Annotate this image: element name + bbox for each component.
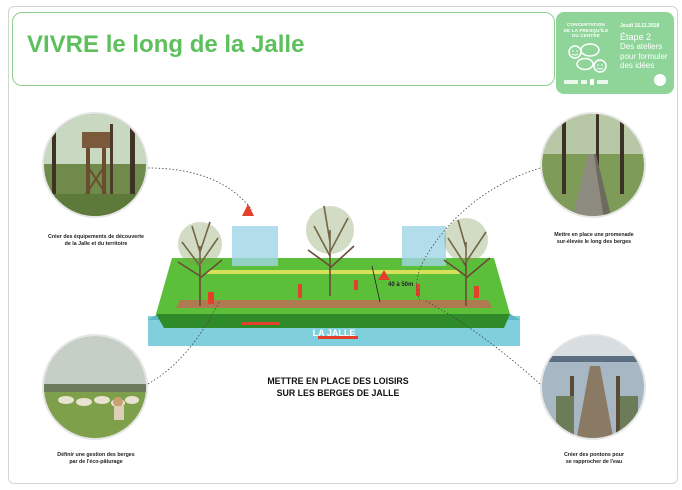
- width-measurement: 40 à 50m: [388, 282, 413, 288]
- walking-path: [176, 300, 492, 308]
- caption-promenade: Mettre en place une promenade sur-élevée…: [544, 232, 644, 246]
- headline-line: SUR LES BERGES DE JALLE: [276, 387, 400, 398]
- caption-equipment: Créer des équipements de découverte de l…: [46, 234, 146, 248]
- headline: METTRE EN PLACE DES LOISIRS SUR LES BERG…: [248, 376, 428, 399]
- organisation-label: CONCERTATION DE LA PRESQU'ÎLE DU CENTRE: [560, 22, 612, 39]
- caption-pontoons: Créer des pontons pour se rapprocher de …: [544, 452, 644, 466]
- photo-eco-grazing: [42, 334, 148, 440]
- step-panel: CONCERTATION DE LA PRESQU'ÎLE DU CENTRE …: [556, 12, 674, 94]
- caption-line: Mettre en place une promenade: [554, 232, 634, 238]
- page-title: VIVRE le long de la Jalle: [27, 31, 305, 58]
- header-banner: VIVRE le long de la Jalle: [12, 12, 555, 86]
- speech-faces-icon: [568, 43, 607, 73]
- caption-line: Créer des pontons pour: [563, 452, 625, 458]
- photo-pontoon: [540, 334, 646, 440]
- caption-line: Définir une gestion des berges: [57, 452, 135, 458]
- caption-line: de la Jalle et du territoire: [64, 241, 128, 247]
- page-frame: [8, 6, 678, 484]
- step-description: Des ateliers pour formuler des idées: [620, 42, 668, 70]
- caption-grazing: Définir une gestion des berges par de l'…: [46, 452, 146, 466]
- headline-line: METTRE EN PLACE DES LOISIRS: [267, 376, 409, 386]
- caption-line: sur-élevée le long des berges: [556, 239, 632, 245]
- caption-line: Créer des équipements de découverte: [48, 234, 144, 240]
- river-label: LA JALLE: [313, 328, 356, 338]
- partner-logos: [564, 79, 608, 85]
- org-line: CONCERTATION: [567, 22, 605, 27]
- org-line: DE LA PRESQU'ÎLE: [563, 27, 609, 33]
- session-date: Jeudi 15.11.2018: [620, 23, 660, 29]
- caption-line: se rapprocher de l'eau: [565, 459, 623, 465]
- pin-badge-icon: [654, 74, 666, 86]
- caption-line: par de l'éco-pâturage: [69, 459, 123, 465]
- org-line: DU CENTRE: [571, 33, 601, 38]
- step-label: Étape 2: [620, 32, 652, 42]
